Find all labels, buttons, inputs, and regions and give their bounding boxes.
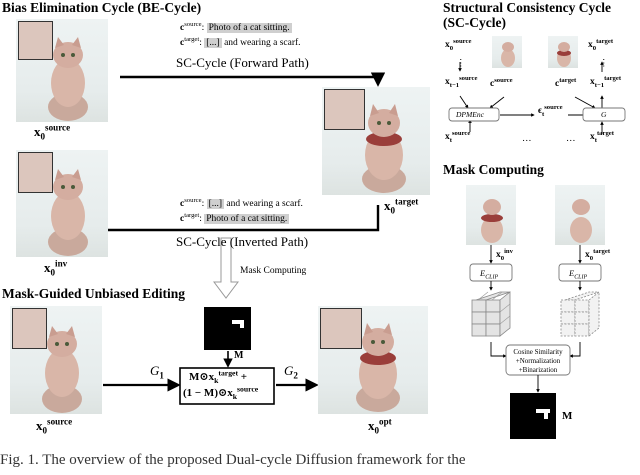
sc-source-thumb-image	[492, 36, 522, 68]
cat-scarf-figure	[318, 306, 428, 414]
sc-xt-target: xttarget	[590, 132, 614, 142]
mask-computing-title: Mask Computing	[443, 162, 544, 178]
sc-xt1src-to-enc	[460, 96, 468, 108]
x0-source-label: x0source	[34, 124, 70, 140]
cat-figure	[555, 185, 605, 245]
feature-stack-left	[472, 292, 510, 336]
cat-scarf-figure	[322, 87, 430, 195]
cat-figure	[10, 306, 102, 414]
sc-x0-source: x0source	[445, 40, 471, 50]
mc-inv-image	[555, 185, 605, 245]
mc-left-to-cos	[491, 342, 506, 356]
cat-figure	[16, 150, 108, 257]
mc-x0-inv: x0inv	[496, 250, 513, 260]
mask-m-label: M	[234, 350, 243, 361]
sc-cycle-title-line2: (SC-Cycle)	[443, 15, 506, 31]
x0-inv-label: x0inv	[44, 260, 67, 276]
inverse-image	[16, 150, 108, 257]
mc-x0-target: x0target	[585, 250, 610, 260]
cat-scarf-figure	[548, 36, 578, 68]
dpmenc-label: DPMEnc	[456, 110, 484, 119]
x0-target-label: x0target	[384, 198, 418, 214]
target-image	[322, 87, 430, 195]
g-label: G	[601, 110, 606, 119]
mask-image	[204, 307, 251, 350]
x0-opt-label: x0opt	[368, 418, 392, 434]
sc-x0-target: x0target	[588, 40, 613, 50]
eclip-left-label: ECLIP	[480, 268, 498, 278]
sc-target-thumb-image	[548, 36, 578, 68]
eclip-right-label: ECLIP	[569, 268, 587, 278]
cat-scarf-figure	[466, 185, 516, 245]
mge-x0-source-label: x0source	[36, 418, 72, 434]
source-image	[16, 19, 108, 122]
mc-mask-label: M	[562, 410, 572, 422]
sc-hdots-right: …	[566, 134, 576, 144]
sc-vdots-right: ⋮	[599, 58, 609, 69]
g2-label: G2	[284, 363, 298, 379]
mask-guided-title: Mask-Guided Unbiased Editing	[2, 286, 185, 302]
forward-path-arrow	[120, 77, 378, 84]
sc-ctgt-to-g	[575, 97, 595, 108]
output-image	[318, 306, 428, 414]
mc-target-image	[466, 185, 516, 245]
inverted-prompt-source: csource: [...] and wearing a scarf.	[180, 199, 303, 209]
forward-prompt-source: csource: Photo of a cat sitting.	[180, 23, 292, 33]
mc-right-to-cos	[570, 342, 580, 356]
sc-xt1-source: xt−1source	[445, 77, 477, 87]
sc-eps-source: ϵtsource	[538, 106, 563, 116]
inverted-path-label: SC-Cycle (Inverted Path)	[176, 234, 308, 250]
forward-prompt-target: ctarget: [...] and wearing a scarf.	[180, 38, 301, 48]
sc-csrc-to-enc	[490, 97, 504, 108]
inverted-prompt-target: ctarget: Photo of a cat sitting.	[180, 214, 289, 224]
sc-hdots-left: …	[522, 134, 532, 144]
figure-caption: Fig. 1. The overview of the proposed Dua…	[0, 452, 466, 469]
sc-xt-source: xtsource	[445, 132, 470, 142]
forward-path-label: SC-Cycle (Forward Path)	[176, 55, 309, 71]
g1-label: G1	[150, 363, 164, 379]
formula-text: M⊙xktarget + (1 − M)⊙xksource	[183, 369, 273, 401]
mge-source-image	[10, 306, 102, 414]
mask-computing-arrow-label: Mask Computing	[240, 266, 306, 276]
sc-xt1-target: xt−1target	[590, 77, 621, 87]
sc-vdots-left: ⋮	[456, 58, 466, 69]
feature-stack-right	[561, 292, 599, 336]
cat-figure	[16, 19, 108, 122]
cat-figure	[492, 36, 522, 68]
sc-cycle-title-line1: Structural Consistency Cycle	[443, 0, 611, 16]
sc-c-target: ctarget	[555, 79, 576, 89]
sc-c-source: csource	[490, 79, 513, 89]
be-cycle-title: Bias Elimination Cycle (BE-Cycle)	[2, 0, 201, 16]
mc-mask-image	[510, 393, 556, 439]
cosine-box-text: Cosine Similarity +Normalization +Binari…	[506, 348, 570, 375]
